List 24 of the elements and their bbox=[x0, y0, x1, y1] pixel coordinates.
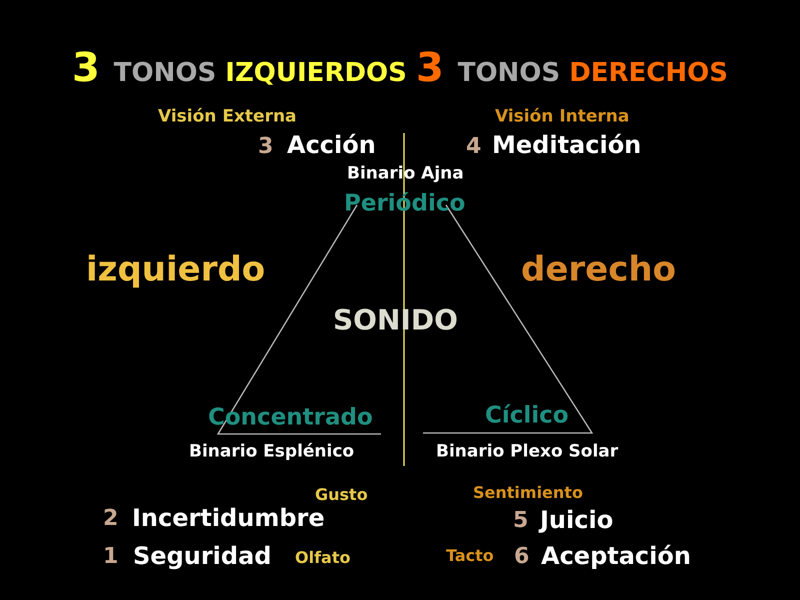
tone-label: Meditación bbox=[492, 132, 642, 158]
sense-label: Gusto bbox=[315, 486, 368, 504]
binary-label: Binario Esplénico bbox=[189, 442, 354, 462]
number: 3 bbox=[258, 134, 274, 160]
tone-label: Seguridad bbox=[133, 542, 272, 570]
heading: Visión Externa bbox=[158, 108, 297, 126]
number: 4 bbox=[466, 134, 482, 160]
tone-label: Acción bbox=[287, 132, 376, 158]
sense-label: Sentimiento bbox=[473, 484, 583, 502]
number: 1 bbox=[103, 544, 118, 570]
tone-label: Incertidumbre bbox=[132, 504, 325, 532]
binary-label: Binario Plexo Solar bbox=[436, 442, 618, 462]
side-label: izquierdo bbox=[86, 251, 266, 289]
number: 2 bbox=[103, 506, 118, 532]
title: 3 TONOS IZQUIERDOS 3 TONOS DERECHOS bbox=[71, 45, 729, 91]
sense-label: Olfato bbox=[295, 549, 350, 567]
tone-label: Juicio bbox=[540, 506, 614, 534]
vertex-label: Cíclico bbox=[485, 403, 569, 429]
heading: Visión Interna bbox=[495, 108, 630, 126]
sense-label: Tacto bbox=[446, 547, 494, 565]
tone-label: Aceptación bbox=[541, 542, 691, 570]
side-label: derecho bbox=[521, 251, 676, 289]
number: 6 bbox=[514, 544, 530, 570]
number: 5 bbox=[513, 508, 528, 534]
